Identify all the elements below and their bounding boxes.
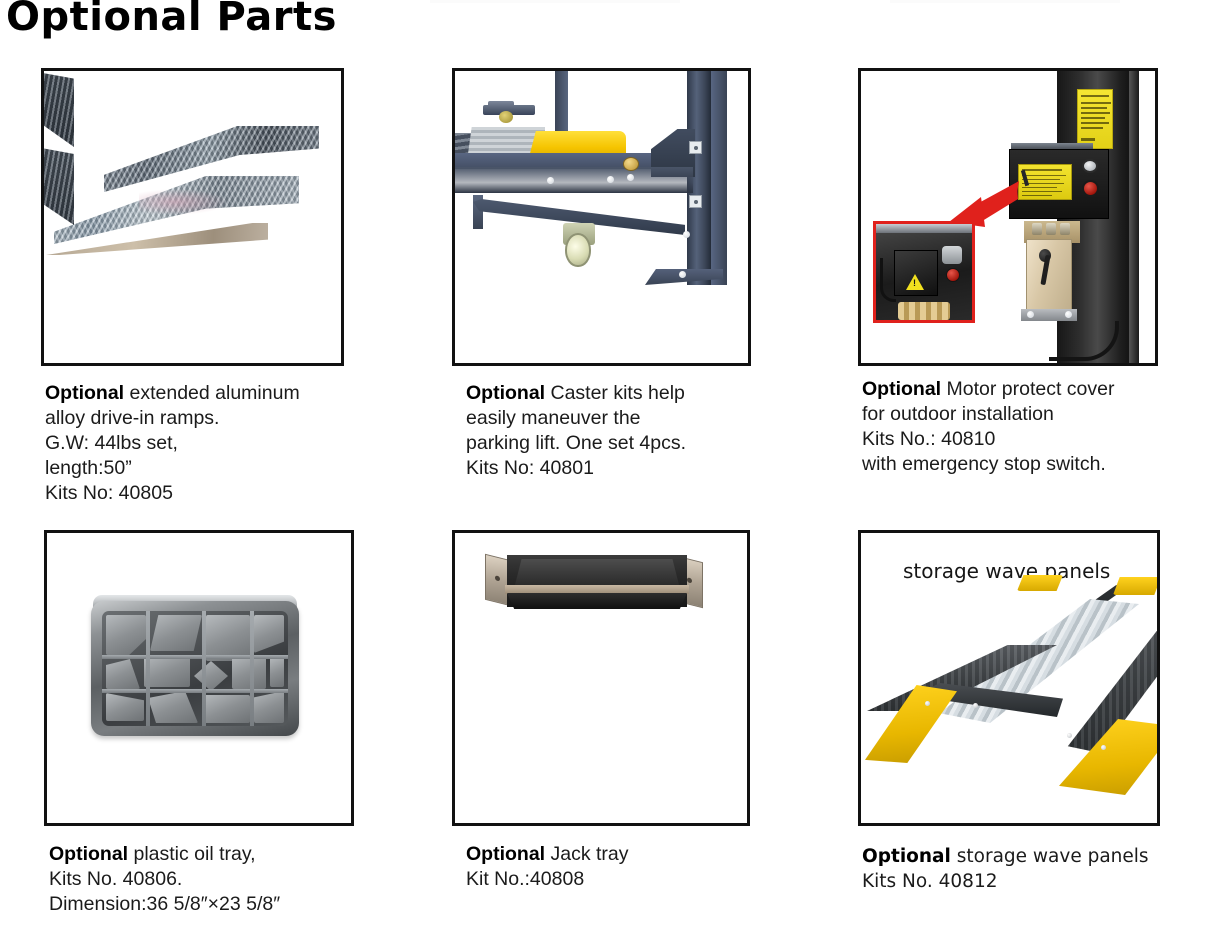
photo-motor-protect-cover [861, 71, 1155, 363]
caption-lead: Optional [862, 378, 942, 400]
approach-ramp-right [1059, 719, 1157, 795]
wave-panel-assembly [861, 533, 1157, 823]
inset-emergency-stop-button [946, 268, 960, 282]
image-frame-jack-tray [452, 530, 750, 826]
caption-caster-kits: Optional Caster kits help easily maneuve… [466, 381, 766, 506]
lift-latch-block [488, 101, 514, 113]
photo-extended-aluminum-ramps [44, 71, 341, 363]
wheel-stop-rear-left [1017, 575, 1063, 591]
caption-extended-aluminum-ramps: Optional extended aluminum alloy drive-i… [45, 381, 375, 506]
runway-screw [973, 703, 978, 708]
photo-caster-kits [455, 71, 748, 363]
caption-lead: Optional [45, 382, 125, 404]
jack-tray-front-lip [505, 585, 689, 594]
page-title: Optional Parts [6, 0, 337, 40]
beam-bolt [547, 177, 554, 184]
lift-cross-beam [455, 167, 693, 193]
brass-fitting [623, 157, 639, 171]
jack-tray-bottom [507, 593, 687, 609]
ramp-lower-end [44, 148, 74, 225]
caption-text: plastic oil tray, Kits No. 40806. Dimens… [49, 843, 281, 915]
caption-kit-number: Kits No: 40801 [466, 457, 594, 479]
approach-ramp-left [865, 685, 957, 763]
reservoir-mount-bracket [1021, 309, 1077, 321]
caption-lead: Optional [466, 843, 546, 865]
photo-storage-wave-panels: storage wave panels [861, 533, 1157, 823]
caption-lead: Optional [862, 846, 951, 867]
column-mount-plate [689, 195, 702, 208]
caption-text: storage wave panels Kits No. 40812 [862, 846, 1149, 892]
jack-tray-inner-face [515, 559, 679, 585]
image-frame-extended-aluminum-ramps [41, 68, 344, 366]
caption-lead: Optional [49, 843, 129, 865]
base-plate-bolt [679, 271, 686, 278]
caption-text: Jack tray Kit No.:40808 [466, 843, 629, 890]
oil-tray-body [91, 601, 299, 736]
caster-wheel [565, 233, 591, 267]
ramp-upper-end [44, 73, 74, 147]
photo-plastic-oil-tray [47, 533, 351, 823]
image-label-storage-wave-panels: storage wave panels [903, 559, 1111, 583]
lift-upright [555, 71, 568, 131]
runway-screw [925, 701, 930, 706]
swing-arm-pivot [473, 195, 483, 229]
column-mount-plate [689, 141, 702, 154]
top-bleed-artifact [890, 0, 1120, 3]
lift-latch-cap [499, 111, 513, 123]
inset-top-bar [876, 224, 972, 233]
inset-detail-motor-cover [873, 221, 975, 323]
top-bleed-artifact [430, 0, 680, 3]
reservoir-bolt [1065, 311, 1072, 318]
photo-jack-tray [455, 533, 747, 823]
lift-column-edge [711, 71, 727, 285]
caption-text: Caster kits help easily maneuver the par… [466, 382, 687, 454]
beam-bolt [627, 174, 634, 181]
inset-cylinder [942, 246, 962, 264]
up-button[interactable] [1082, 159, 1098, 173]
pump-manifold [1024, 221, 1080, 243]
reservoir-bolt [1027, 311, 1034, 318]
control-box-top-cap [1011, 143, 1093, 151]
inset-brass-fittings [898, 302, 950, 320]
image-frame-caster-kits [452, 68, 751, 366]
motor-control-box [1009, 149, 1109, 219]
inset-motor-cover [894, 250, 938, 296]
beam-bolt [607, 176, 614, 183]
caption-plastic-oil-tray: Optional plastic oil tray, Kits No. 4080… [49, 842, 379, 917]
runway-screw [1067, 733, 1072, 738]
runway-screw [1101, 745, 1106, 750]
caption-text: extended aluminum alloy drive-in ramps. … [45, 382, 300, 504]
inset-cable [880, 258, 896, 302]
ramp-reflection [139, 189, 229, 215]
caption-storage-wave-panels: Optional storage wave panels Kits No. 40… [862, 844, 1182, 894]
warning-label-upper [1077, 89, 1113, 149]
image-frame-motor-protect-cover [858, 68, 1158, 366]
caption-motor-protect-cover: Optional Motor protect cover for outdoor… [862, 377, 1182, 477]
caption-jack-tray: Optional Jack tray Kit No.:40808 [466, 842, 766, 892]
wheel-stop-rear-right [1113, 577, 1157, 595]
emergency-stop-button[interactable] [1082, 180, 1099, 197]
red-arrow-icon [949, 181, 1019, 227]
caption-lead: Optional [466, 382, 546, 404]
oil-tray-floor [102, 611, 288, 726]
caption-text: Motor protect cover for outdoor installa… [862, 378, 1115, 475]
lift-cross-beam-upper [455, 153, 670, 169]
hazard-warning-icon [906, 274, 924, 290]
swing-arm-bolt [683, 231, 690, 238]
image-frame-storage-wave-panels: storage wave panels [858, 530, 1160, 826]
image-frame-plastic-oil-tray [44, 530, 354, 826]
lift-column-edge [1129, 71, 1139, 363]
